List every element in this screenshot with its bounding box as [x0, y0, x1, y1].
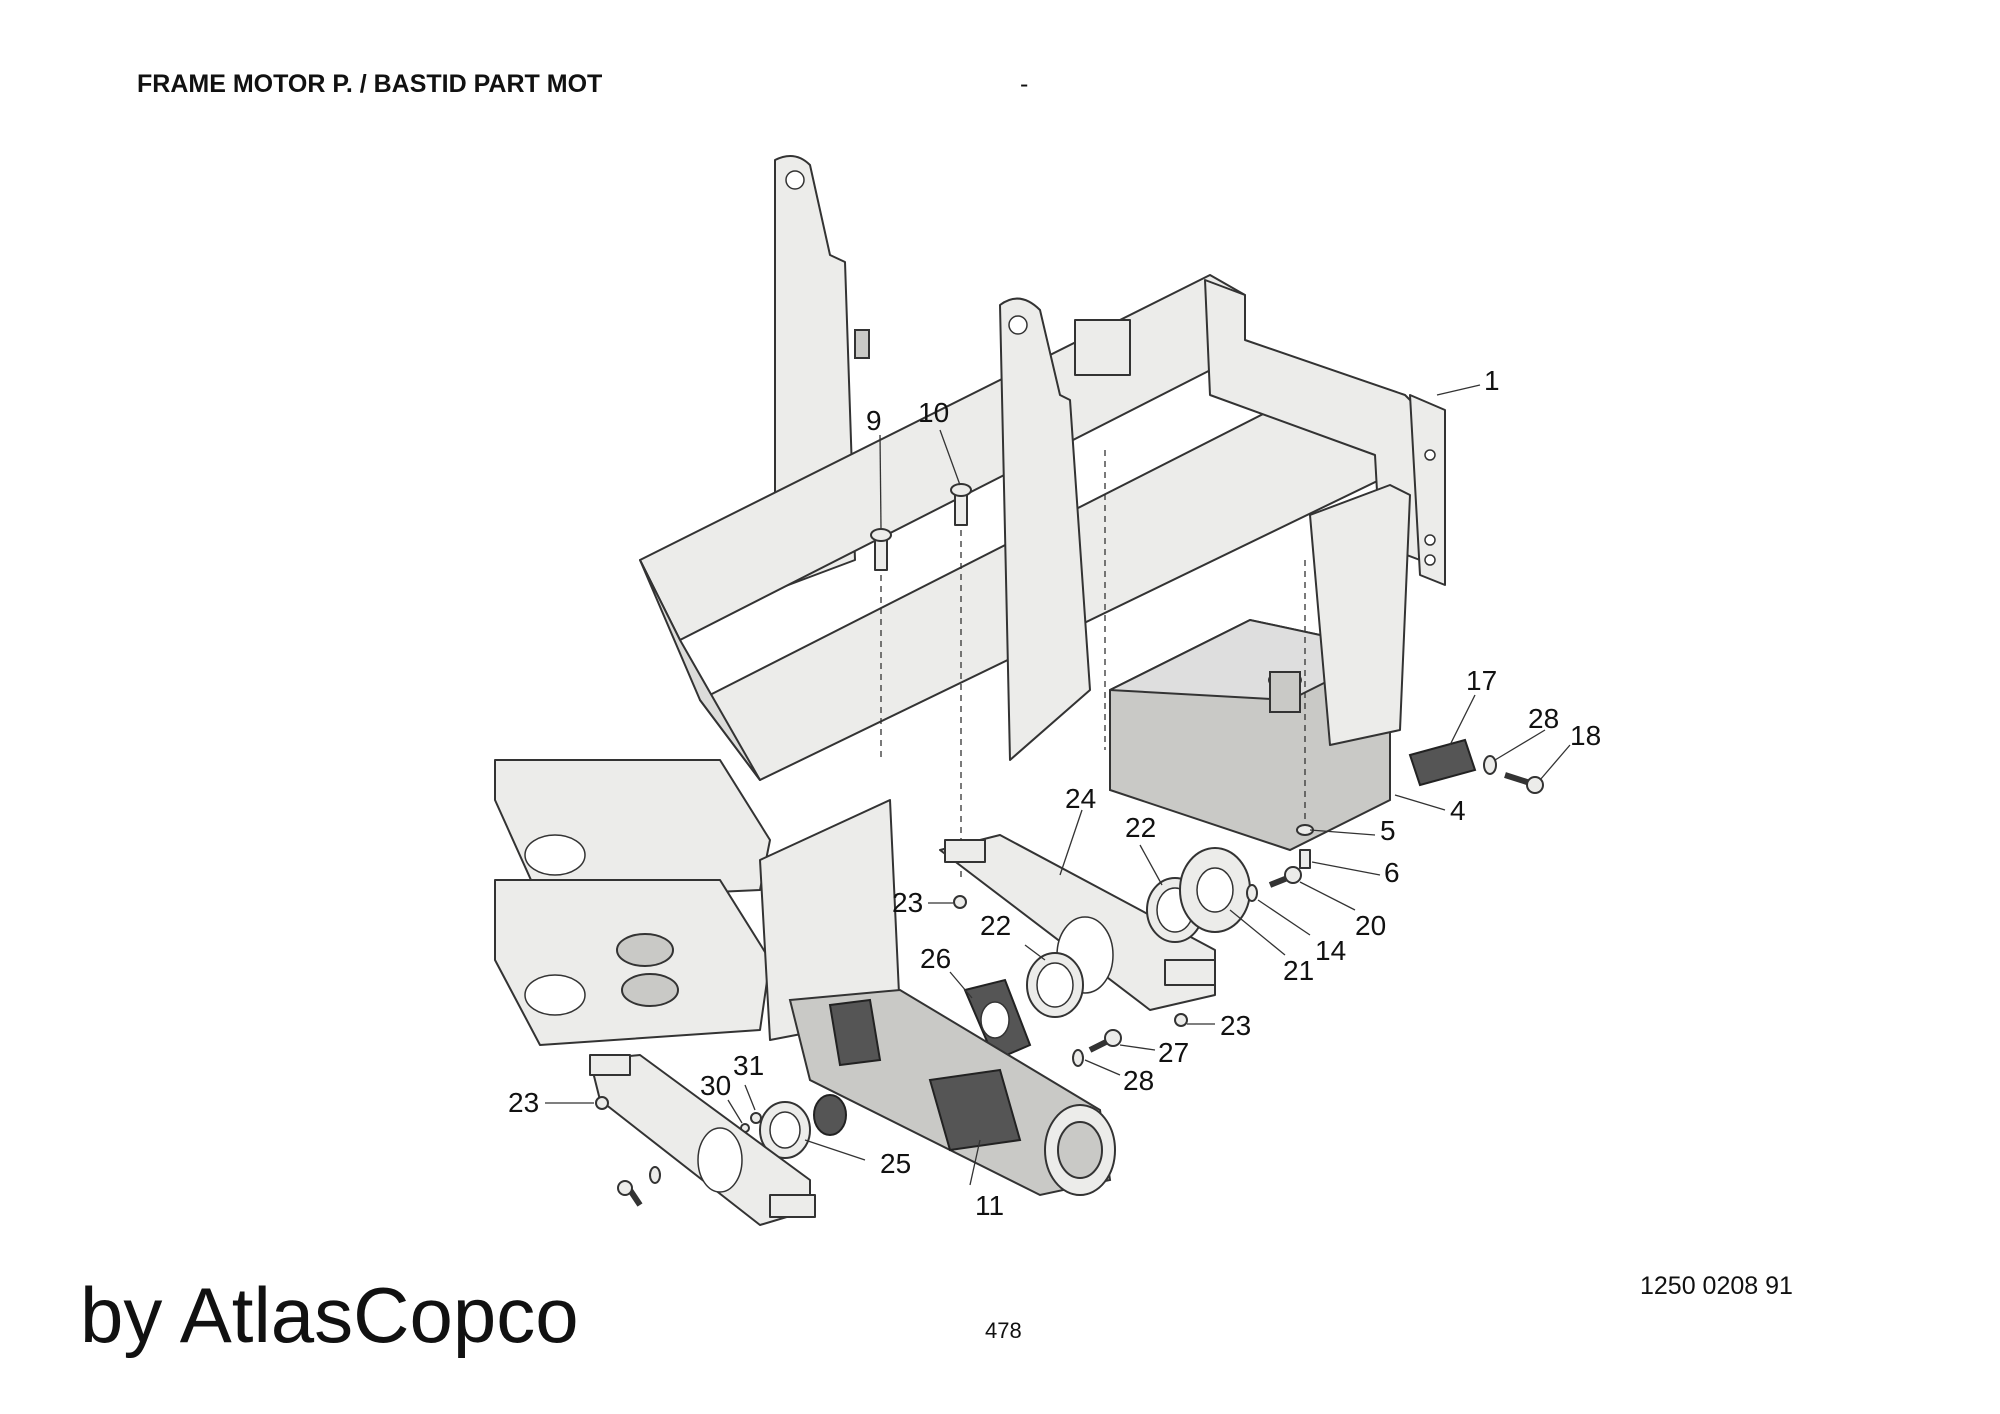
callout-28-upper: 28: [1528, 703, 1559, 734]
callout-6: 6: [1384, 857, 1400, 888]
callout-10: 10: [918, 397, 949, 428]
callout-27: 27: [1158, 1037, 1189, 1068]
page-number: 478: [985, 1318, 1022, 1343]
callout-18: 18: [1570, 720, 1601, 751]
frame-end-cross-member: [1204, 279, 1446, 586]
callout-5: 5: [1380, 815, 1396, 846]
title-dash: -: [1020, 70, 1029, 98]
bracket-lower-left: [589, 1054, 816, 1226]
gasket-26: [963, 978, 1032, 1062]
document-number: 1250 0208 91: [1640, 1272, 1793, 1300]
callout-25: 25: [880, 1148, 911, 1179]
bolt-20: [1246, 866, 1302, 902]
callout-14: 14: [1315, 935, 1346, 966]
bolt-lower-left: [617, 1166, 661, 1207]
screw-9: [870, 528, 892, 760]
clamp-block: [1408, 738, 1477, 787]
bolt-18: [1483, 755, 1544, 794]
callout-23-lower: 23: [508, 1087, 539, 1118]
flange-21: [1179, 847, 1251, 933]
axle-assembly: [788, 988, 1116, 1197]
bolt-27: [1072, 1029, 1122, 1067]
vertical-bracket-column: [1309, 484, 1411, 746]
screw-10: [950, 483, 972, 880]
ring-22-lower: [1026, 952, 1084, 1018]
callout-26: 26: [920, 943, 951, 974]
callout-4: 4: [1450, 795, 1466, 826]
callout-22-lower: 22: [980, 910, 1011, 941]
bolt-6: [1299, 849, 1311, 869]
nut-23-c: [595, 1096, 609, 1110]
leader-lines: [545, 384, 1571, 1186]
centre-upright-plate: [999, 297, 1131, 761]
ring-25: [759, 1101, 811, 1159]
front-lifting-lugs: [494, 759, 901, 1046]
nut-31: [750, 1112, 762, 1124]
callout-20: 20: [1355, 910, 1386, 941]
callout-17: 17: [1466, 665, 1497, 696]
nut-23-b: [1174, 1013, 1188, 1027]
callout-22-upper: 22: [1125, 812, 1156, 843]
callout-23-upper: 23: [892, 887, 923, 918]
callout-1: 1: [1484, 365, 1500, 396]
callout-28-lower: 28: [1123, 1065, 1154, 1096]
callout-23-mid: 23: [1220, 1010, 1251, 1041]
brand-footer: by AtlasCopco: [80, 1271, 579, 1359]
callout-11: 11: [975, 1190, 1004, 1221]
callout-9: 9: [866, 405, 882, 436]
callout-24: 24: [1065, 783, 1096, 814]
page-title: FRAME MOTOR P. / BASTID PART MOT: [137, 70, 603, 98]
callout-21: 21: [1283, 955, 1314, 986]
nut-23-a: [953, 895, 967, 909]
callout-31: 31: [733, 1050, 764, 1081]
callout-30: 30: [700, 1070, 731, 1101]
